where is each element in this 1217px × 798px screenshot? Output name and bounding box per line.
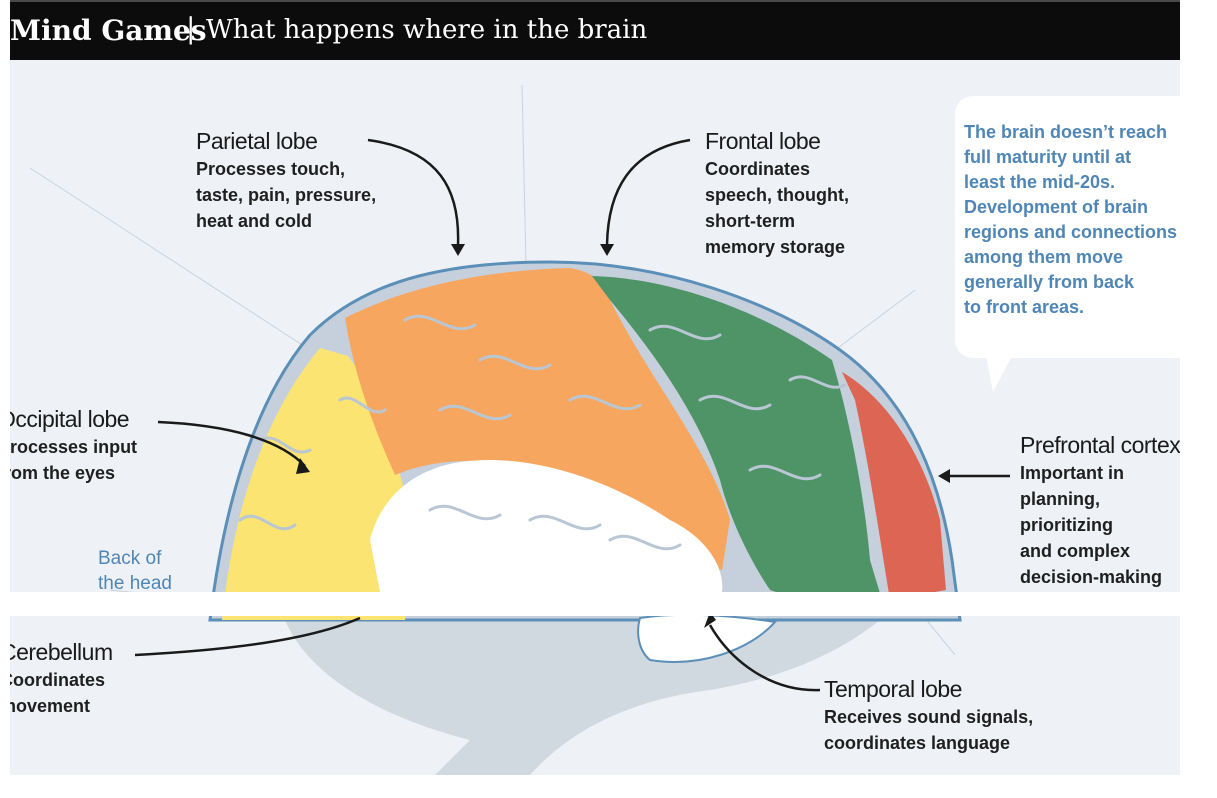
prefrontal-desc: planning, — [1020, 489, 1100, 509]
prefrontal-cortex-shape — [842, 372, 946, 600]
occipital-arrow — [157, 420, 306, 467]
parietal-label: Parietal lobe Processes touch, taste, pa… — [196, 126, 376, 234]
note-bubble — [955, 96, 1180, 358]
occipital-name: Occipital lobe — [10, 406, 130, 432]
prefrontal-desc: and complex — [1020, 541, 1131, 561]
prefrontal-desc: prioritizing — [1020, 515, 1113, 535]
note-line: full maturity until at — [964, 147, 1132, 167]
frontal-desc: speech, thought, — [705, 185, 849, 205]
maturity-note: The brain doesn’t reach full maturity un… — [964, 120, 1177, 320]
occipital-desc: from the eyes — [10, 463, 116, 483]
temporal-arrow — [708, 624, 821, 692]
prefrontal-name: Prefrontal cortex — [1020, 432, 1180, 458]
note-line: least the mid-20s. — [964, 172, 1116, 192]
cerebellum-label: Cerebellum Coordinates movement — [10, 637, 113, 719]
parietal-arrow — [367, 138, 460, 246]
back-of-head-line: Back of — [98, 548, 162, 569]
note-bubble-tail — [985, 350, 1015, 392]
note-line: regions and connections — [964, 222, 1178, 242]
cerebellum-name: Cerebellum — [10, 639, 113, 665]
cerebellum-desc: movement — [10, 696, 91, 716]
frontal-desc: short-term — [705, 211, 796, 231]
infographic-title: Mind Games — [10, 14, 207, 47]
occipital-label: Occipital lobe Processes input from the … — [10, 404, 137, 486]
prefrontal-desc: decision-making — [1020, 567, 1163, 587]
cerebellum-arrow — [134, 616, 361, 657]
temporal-name: Temporal lobe — [824, 676, 962, 702]
title-bar: Mind Games | What happens where in the b… — [10, 0, 1180, 60]
temporal-desc: Receives sound signals, — [824, 707, 1034, 727]
frontal-desc: memory storage — [705, 237, 846, 257]
prefrontal-label: Prefrontal cortex Important in planning,… — [1020, 430, 1180, 590]
frontal-name: Frontal lobe — [705, 128, 821, 154]
arrowheads — [296, 244, 950, 628]
parietal-desc: heat and cold — [196, 211, 313, 231]
infographic-frame: Mind Games | What happens where in the b… — [10, 0, 1180, 775]
occipital-lobe-shape — [222, 348, 415, 620]
infographic-subtitle: What happens where in the brain — [206, 15, 648, 45]
occipital-desc: Processes input — [10, 437, 138, 457]
parietal-desc: Processes touch, — [196, 159, 346, 179]
parietal-desc: taste, pain, pressure, — [196, 185, 377, 205]
image-seam-band — [0, 592, 1217, 616]
gyri-texture — [238, 314, 847, 551]
title-separator: | — [186, 12, 196, 45]
back-of-head-label: Back of the head — [98, 546, 172, 596]
frontal-label: Frontal lobe Coordinates speech, thought… — [705, 126, 849, 260]
back-of-head-line: the head — [98, 573, 172, 594]
temporal-lobe-shape — [370, 459, 723, 592]
frontal-arrow — [605, 138, 691, 246]
note-line: The brain doesn’t reach — [964, 122, 1168, 142]
prefrontal-desc: Important in — [1020, 463, 1124, 483]
parietal-name: Parietal lobe — [196, 128, 318, 154]
frontal-desc: Coordinates — [705, 159, 811, 179]
note-line: generally from back — [964, 272, 1135, 292]
note-line: Development of brain — [964, 197, 1149, 217]
head-silhouette — [285, 620, 880, 775]
parietal-lobe-shape — [345, 268, 730, 570]
brain-illustration — [29, 84, 1010, 775]
cerebellum-desc: Coordinates — [10, 670, 106, 690]
frontal-lobe-shape — [592, 276, 882, 605]
pointer-arrows — [134, 138, 1010, 692]
temporal-desc: coordinates language — [824, 733, 1011, 753]
note-line: to front areas. — [964, 297, 1085, 317]
note-line: among them move — [964, 247, 1124, 267]
temporal-label: Temporal lobe Receives sound signals, co… — [824, 674, 1033, 756]
